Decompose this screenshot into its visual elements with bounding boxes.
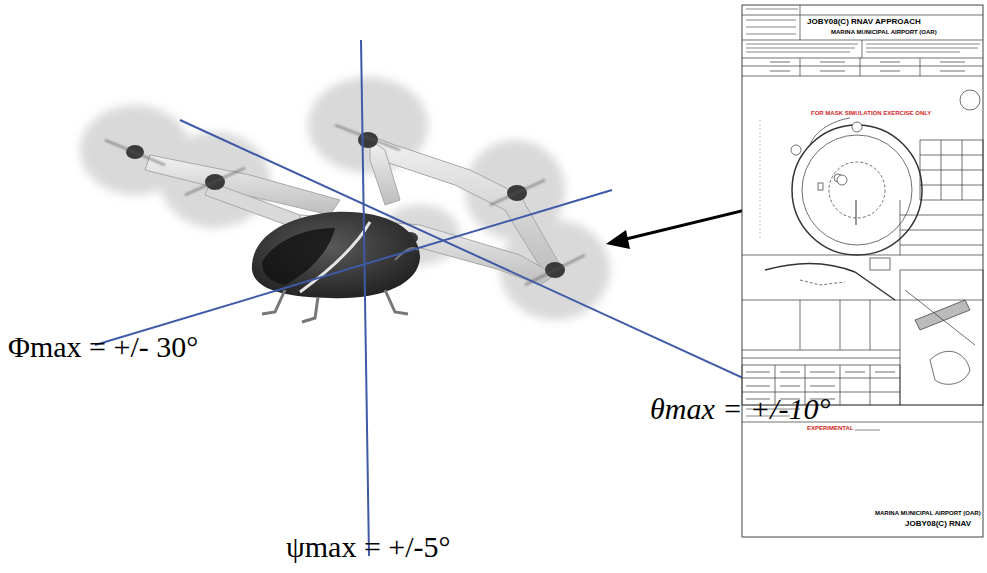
chart-title: JOBY08(C) RNAV APPROACH	[806, 18, 922, 27]
yaw-limit-label: ψmax = +/-5°	[286, 530, 451, 563]
rotor-disc	[80, 77, 610, 320]
chart-note: FOR MASK SIMULATION EXERCISE ONLY	[810, 110, 932, 117]
chart-airport: MARINA MUNICIPAL AIRPORT (OAR)	[830, 29, 938, 36]
chart-id: JOBY08(C) RNAV	[904, 520, 972, 529]
axis-line	[95, 40, 765, 556]
roll-limit-label: Φmax = +/- 30°	[8, 330, 198, 363]
chart-watermark: EXPERIMENTAL	[806, 425, 855, 432]
pitch-limit-label: θmax = +/-10°	[650, 392, 831, 425]
chart-airport: MARINA MUNICIPAL AIRPORT (OAR)	[874, 510, 982, 517]
landing-gear	[262, 290, 408, 322]
approach-chart	[742, 5, 983, 537]
